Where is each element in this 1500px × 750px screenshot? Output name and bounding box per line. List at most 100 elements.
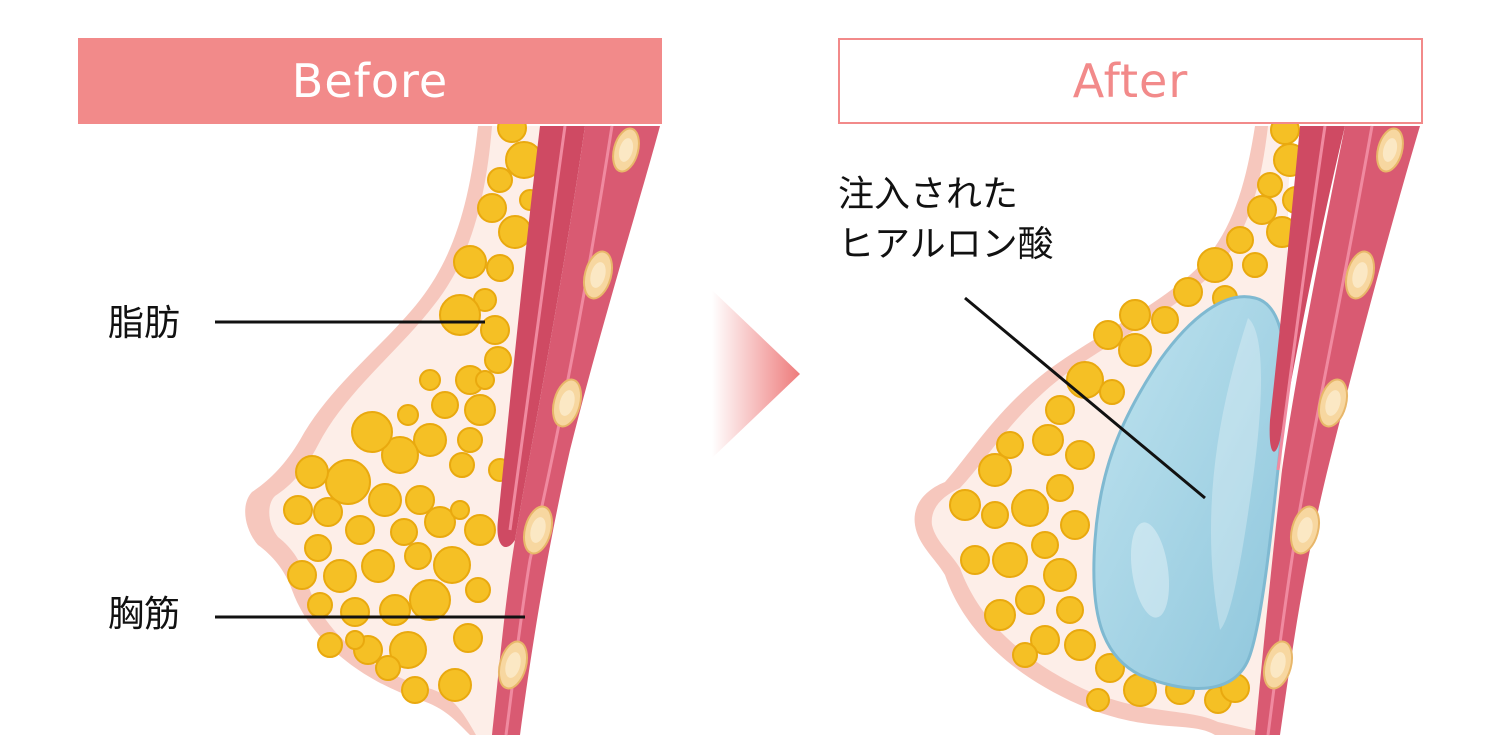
rib-marrow — [1325, 390, 1341, 416]
fat-globule — [438, 668, 472, 702]
fat-globule — [1012, 642, 1038, 668]
fat-globule — [419, 369, 441, 391]
fat-globule — [1065, 440, 1095, 470]
fat-globule — [1151, 306, 1179, 334]
fat-globule — [1015, 585, 1045, 615]
fat-globule — [283, 495, 313, 525]
fat-globule — [345, 515, 375, 545]
fat-globule — [486, 254, 514, 282]
fat-globule — [457, 427, 483, 453]
fat-globule — [295, 455, 329, 489]
fat-globule — [1060, 510, 1090, 540]
rib-marrow — [559, 390, 575, 416]
transition-arrow — [712, 290, 800, 458]
fat-globule — [413, 423, 447, 457]
before-title: Before — [291, 54, 449, 108]
fat-globule — [1011, 489, 1049, 527]
after-panel-header: After — [838, 38, 1423, 124]
fat-globule — [949, 489, 981, 521]
fat-globule — [431, 391, 459, 419]
fat-globule — [323, 559, 357, 593]
fat-globule — [1032, 424, 1064, 456]
fat-globule — [389, 631, 427, 669]
fat-globule — [480, 315, 510, 345]
fat-globule — [981, 501, 1009, 529]
hyaluronic-acid-label-line-2: ヒアルロン酸 — [838, 224, 1054, 265]
fat-globule — [313, 497, 343, 527]
fat-globule — [368, 483, 402, 517]
fat-globule — [1226, 226, 1254, 254]
fat-globule — [375, 655, 401, 681]
fat-globule — [1099, 379, 1125, 405]
fat-globule — [464, 394, 496, 426]
fat-globule — [351, 411, 393, 453]
fat-globule — [433, 546, 471, 584]
fat-globule — [960, 545, 990, 575]
fat-globule — [390, 518, 418, 546]
after-leader-lines — [964, 296, 1206, 500]
fat-globule — [992, 542, 1028, 578]
fat-globule — [1086, 688, 1110, 712]
fat-globule — [1242, 252, 1268, 278]
fat-globule — [498, 215, 532, 249]
fat-globule — [1173, 277, 1203, 307]
fat-globule — [307, 592, 333, 618]
rib-marrow — [590, 262, 606, 288]
fat-globule — [464, 514, 496, 546]
rib-marrow — [1382, 138, 1398, 162]
fat-globule — [304, 534, 332, 562]
fat-globule — [409, 579, 451, 621]
fat-globule — [1197, 247, 1233, 283]
fat-globule — [484, 346, 512, 374]
fat-globule — [487, 167, 513, 193]
pectoral-muscle-label: 胸筋 — [108, 594, 181, 635]
fat-globule — [405, 485, 435, 515]
fat-globule — [1066, 361, 1104, 399]
fat-globule — [978, 453, 1012, 487]
fat-globule — [1056, 596, 1084, 624]
fat-globule — [450, 500, 470, 520]
rib-marrow — [530, 517, 546, 543]
fat-globule — [996, 431, 1024, 459]
before-panel-header: Before — [78, 38, 662, 124]
fat-globule — [984, 599, 1016, 631]
fat-globule — [397, 404, 419, 426]
hyaluronic-acid-label: 注入された ヒアルロン酸 — [838, 170, 1054, 270]
fat-globule — [401, 676, 429, 704]
fat-globule — [439, 294, 481, 336]
fat-globule — [381, 436, 419, 474]
fat-globule — [1095, 653, 1125, 683]
fat-globule — [379, 594, 411, 626]
hyaluronic-acid-label-line-1: 注入された — [838, 174, 1019, 215]
fat-globule — [287, 560, 317, 590]
fat-globule — [453, 245, 487, 279]
fat-globule — [361, 549, 395, 583]
fat-globule — [325, 459, 371, 505]
fat-globule — [465, 577, 491, 603]
fat-globule — [449, 452, 475, 478]
fat-globule — [1118, 333, 1152, 367]
rib-marrow — [1352, 262, 1368, 288]
rib-marrow — [1297, 517, 1313, 543]
fat-globule — [1046, 474, 1074, 502]
fat-globule — [1257, 172, 1283, 198]
fat-globule — [1043, 558, 1077, 592]
fat-label: 脂肪 — [108, 303, 181, 344]
fat-globule — [340, 597, 370, 627]
before-rib-cross-sections — [497, 127, 640, 690]
fat-globule — [475, 370, 495, 390]
rib-marrow — [618, 138, 634, 162]
fat-globule — [317, 632, 343, 658]
fat-globule — [1030, 625, 1060, 655]
rib-marrow — [505, 652, 521, 678]
fat-globule — [1031, 531, 1059, 559]
before-leader-lines — [215, 320, 525, 619]
after-rib-cross-sections — [1262, 127, 1404, 690]
fat-globule — [1045, 395, 1075, 425]
fat-globule — [1119, 299, 1151, 331]
fat-globule — [345, 630, 365, 650]
fat-globule — [477, 193, 507, 223]
fat-globule — [404, 542, 432, 570]
fat-globule — [1247, 195, 1277, 225]
